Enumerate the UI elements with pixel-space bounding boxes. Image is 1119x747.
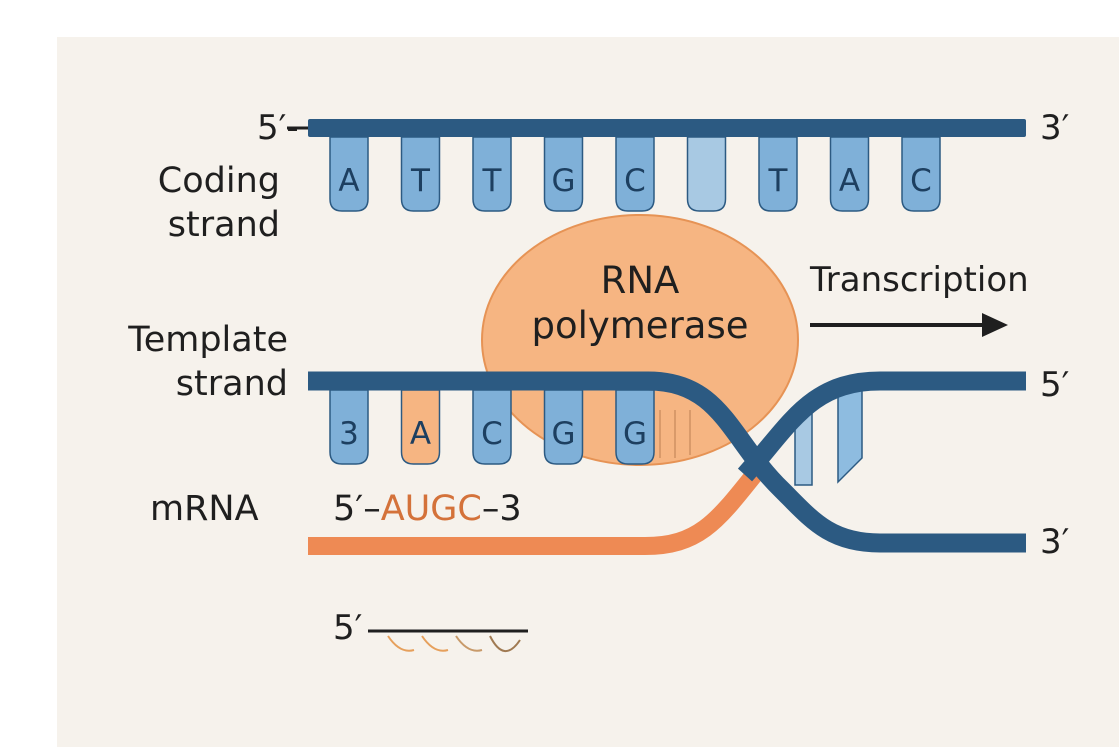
bottom-fragment-arcs (387, 635, 521, 652)
coding-base-letter-7: T (768, 163, 789, 199)
separated-base-2 (837, 389, 863, 484)
coding-strand-backbone (308, 119, 1026, 137)
mrna-label: mRNA (150, 489, 259, 529)
template-3prime-label: 3′ (1040, 522, 1070, 562)
coding-base-letter-5: C (624, 163, 646, 199)
coding-base-9 (901, 136, 941, 212)
coding-base-2 (400, 136, 441, 212)
coding-strand-label: Coding strand (157, 161, 280, 245)
coding-base-8 (829, 136, 870, 212)
mrna-sequence: 5′–AUGC–3 (333, 489, 522, 529)
coding-base-3 (472, 136, 512, 212)
template-base-2 (400, 389, 441, 465)
coding-base-letter-8: A (839, 163, 860, 199)
mrna-seq-suffix: –3 (481, 489, 522, 529)
mrna-seq-prefix: 5′– (333, 489, 381, 529)
template-base-3 (472, 389, 512, 465)
coding-base-letter-2: T (410, 163, 431, 199)
template-base-1 (329, 389, 369, 465)
coding-base-4 (543, 136, 584, 212)
coding-base-5 (615, 136, 655, 212)
coding-3prime-label: 3′ (1040, 108, 1070, 148)
mrna-seq-bases: AUGC (380, 489, 482, 529)
coding-base-letter-3: T (482, 163, 503, 199)
mrna-strand (308, 464, 766, 555)
coding-base-letter-9: C (910, 163, 932, 199)
template-base-letter-1: 3 (339, 416, 359, 452)
template-base-letter-3: C (481, 416, 503, 452)
template-base-letter-5: G (623, 416, 647, 452)
transcription-arrow-head (982, 313, 1008, 337)
template-5prime-label: 5′ (1040, 365, 1070, 405)
coding-5prime-label: 5′- (257, 108, 299, 148)
template-base-4 (543, 389, 584, 465)
coding-base-letter-4: G (551, 163, 575, 199)
crossing-strand-backbone (737, 371, 1026, 482)
template-base-letter-2: A (410, 416, 431, 452)
unwinding-rungs (659, 410, 691, 458)
template-strand-backbone (308, 371, 1026, 553)
template-base-letter-4: G (551, 416, 575, 452)
coding-base-1 (329, 136, 369, 212)
coding-base-7 (758, 136, 798, 212)
template-base-5 (615, 389, 655, 465)
coding-base-6 (686, 136, 727, 212)
template-strand-label: Template strand (128, 320, 288, 404)
rna-polymerase-label: RNA polymerase (531, 259, 749, 347)
transcription-label: Transcription (810, 260, 1029, 300)
coding-base-letter-1: A (338, 163, 359, 199)
bottom-fragment-5prime-label: 5′ (333, 608, 363, 648)
template-strand-bases: 3 A C G G (329, 389, 655, 465)
